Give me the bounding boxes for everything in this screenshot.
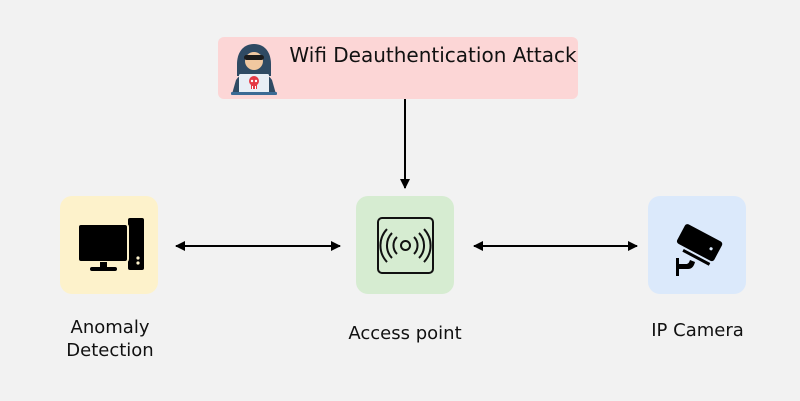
anomaly-detection-node <box>60 196 158 294</box>
desktop-computer-icon <box>77 218 144 271</box>
hacker-icon <box>231 44 277 95</box>
anomaly-detection-label: Anomaly Detection <box>66 317 154 361</box>
access-point-node <box>356 196 454 294</box>
attack-title: Wifi Deauthentication Attack <box>289 43 577 67</box>
security-camera-icon <box>676 224 723 276</box>
wireless-signal-icon <box>377 217 434 274</box>
attack-node: Wifi Deauthentication Attack <box>218 37 578 99</box>
ip-camera-label: IP Camera <box>651 320 744 341</box>
access-point-label: Access point <box>348 323 462 344</box>
ip-camera-node <box>648 196 746 294</box>
